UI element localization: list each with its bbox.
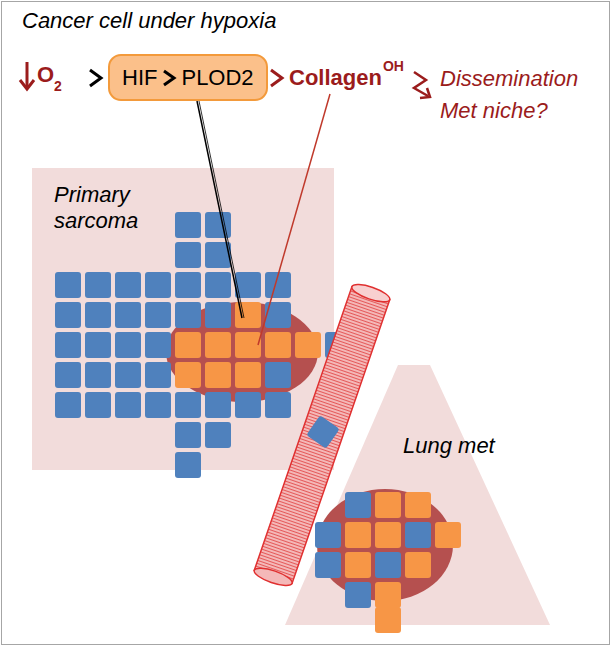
oxygen-symbol: O <box>37 62 54 87</box>
cell-square <box>145 362 171 388</box>
cell-square <box>265 332 291 358</box>
arrow-chevron <box>271 70 282 86</box>
leader-line <box>258 94 330 345</box>
cell-square <box>375 582 401 608</box>
cell-square <box>175 422 201 448</box>
cell-square <box>85 392 111 418</box>
cell-square <box>175 362 201 388</box>
cell-square <box>265 362 291 388</box>
cell-square <box>115 332 141 358</box>
cell-square <box>145 272 171 298</box>
cell-square <box>175 272 201 298</box>
cell-square <box>205 212 231 238</box>
cell-square <box>405 552 431 578</box>
cell-square <box>55 362 81 388</box>
blood-vessel <box>252 281 391 589</box>
region-label: Primary sarcoma <box>54 182 179 235</box>
cell-square <box>205 422 231 448</box>
cell-square <box>145 302 171 328</box>
cell-square <box>375 522 401 548</box>
subscript: 2 <box>54 78 62 94</box>
cell-square <box>115 302 141 328</box>
gene-name: HIF <box>122 65 157 90</box>
leader-line <box>199 101 244 318</box>
cell-square <box>315 552 341 578</box>
cell-square <box>55 272 81 298</box>
cell-square <box>235 332 261 358</box>
cell-square <box>375 552 401 578</box>
cell-square <box>375 607 401 633</box>
superscript: OH <box>383 58 404 74</box>
down-arrow <box>20 62 34 89</box>
lung-region-label: Lung met <box>285 365 550 625</box>
cell-square <box>115 362 141 388</box>
outcome-label: Met niche? <box>440 98 548 123</box>
cell-square <box>145 332 171 358</box>
cell-square <box>55 302 81 328</box>
cell-square <box>345 582 371 608</box>
cell-square <box>85 362 111 388</box>
cell-square <box>235 362 261 388</box>
cell-square <box>205 362 231 388</box>
circulating-cell <box>306 415 339 448</box>
tumor-region <box>32 168 334 470</box>
cell-square <box>405 522 431 548</box>
cell-square <box>115 272 141 298</box>
cell-square <box>55 392 81 418</box>
cell-square <box>295 332 321 358</box>
region-label: Lung met <box>403 433 495 459</box>
cell-square <box>375 492 401 518</box>
gene-name: PLOD2 <box>181 65 253 90</box>
leader-line <box>197 101 242 318</box>
cell-square <box>205 302 231 328</box>
cell-square <box>55 332 81 358</box>
cell-square <box>115 392 141 418</box>
cell-square <box>405 492 431 518</box>
cell-square <box>175 302 201 328</box>
cell-square <box>205 392 231 418</box>
cell-square <box>175 392 201 418</box>
cell-square <box>235 392 261 418</box>
cell-square <box>145 392 171 418</box>
cell-square <box>345 522 371 548</box>
tumor-region-label: Primary sarcoma <box>32 168 334 470</box>
cell-square <box>345 492 371 518</box>
cell-square <box>85 272 111 298</box>
cell-square <box>205 272 231 298</box>
cell-square <box>205 332 231 358</box>
cell-square <box>175 212 201 238</box>
outcome-label: Dissemination <box>440 66 578 91</box>
cell-square <box>175 332 201 358</box>
arrow-chevron <box>160 68 178 88</box>
cell-square <box>175 452 201 478</box>
arrow-chevron <box>90 70 101 86</box>
cell-grid <box>315 492 461 633</box>
pathway-box: HIF PLOD2 <box>108 54 268 101</box>
cell-square <box>345 552 371 578</box>
cell-square <box>175 242 201 268</box>
squiggle-arrow <box>414 72 430 98</box>
panel-title: Cancer cell under hypoxia <box>22 8 276 33</box>
cell-square <box>315 522 341 548</box>
molecule-name: Collagen <box>289 65 382 90</box>
cell-square <box>435 522 461 548</box>
cell-square <box>85 302 111 328</box>
cell-square <box>85 332 111 358</box>
cell-square <box>265 392 291 418</box>
